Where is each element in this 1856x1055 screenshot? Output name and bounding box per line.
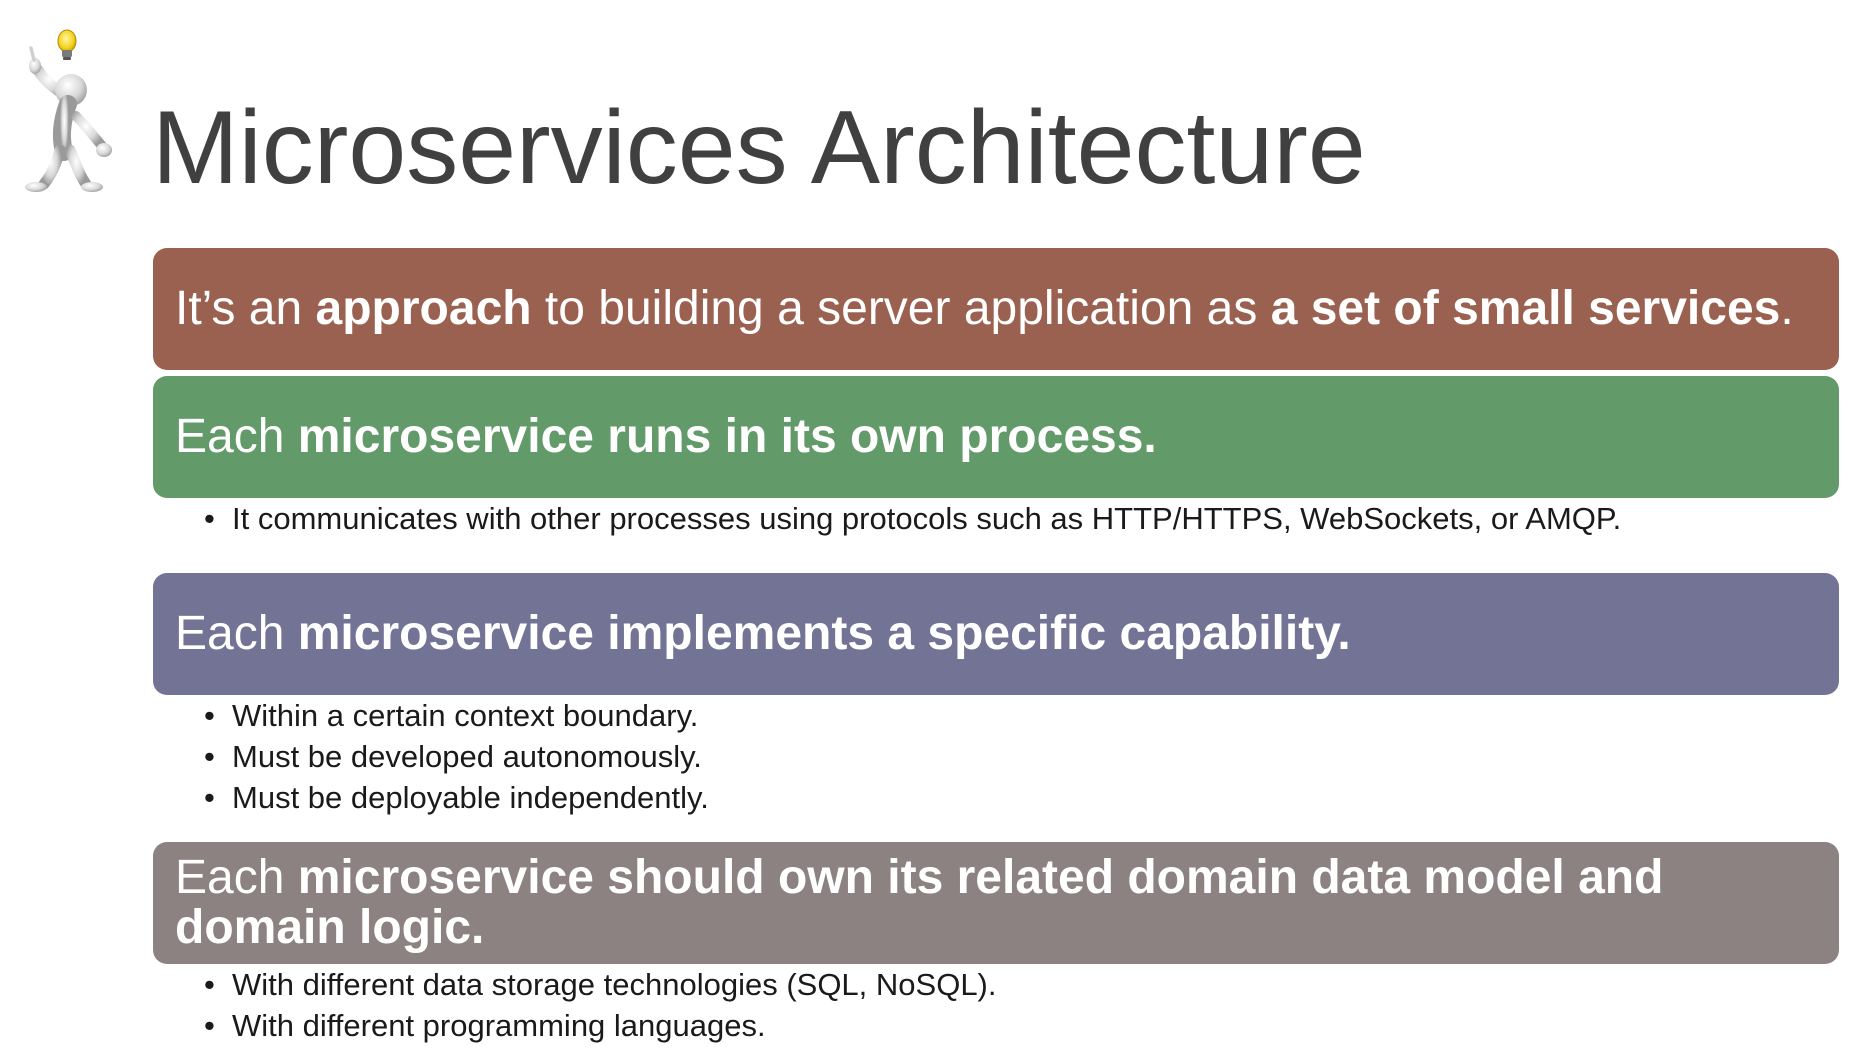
banner-text-bold: microservice should own its related doma… [175,851,1664,954]
banner-text: Each microservice should own its related… [175,853,1817,953]
banner-text: Each microservice implements a specific … [175,609,1351,659]
banner-text-regular: Each [175,607,298,661]
banner-text-bold: microservice runs in its own process. [297,410,1157,464]
banner-domain-data: Each microservice should own its related… [153,842,1839,964]
list-item: With different programming languages. [204,1005,997,1046]
list-item: Must be deployable independently. [204,777,709,818]
lightbulb-icon [57,29,77,60]
list-item: Must be developed autonomously. [204,736,709,777]
banner-capability: Each microservice implements a specific … [153,573,1839,695]
slide-title: Microservices Architecture [152,90,1366,206]
banner-own-process: Each microservice runs in its own proces… [153,376,1839,498]
list-item: Within a certain context boundary. [204,695,709,736]
banner-text-bold: a set of small services [1270,282,1781,336]
banner-text-regular: . [1780,282,1794,336]
banner-text-bold: approach [315,282,532,336]
banner-text: It’s an approach to building a server ap… [175,284,1794,334]
stick-figure-icon [25,29,112,192]
banner-approach: It’s an approach to building a server ap… [153,248,1839,370]
banner-text-bold: microservice implements a specific capab… [297,607,1351,661]
list-item: It communicates with other processes usi… [204,498,1621,539]
banner-text: Each microservice runs in its own proces… [175,412,1157,462]
bullet-list-capability: Within a certain context boundary. Must … [204,695,709,818]
thinking-figure [22,24,118,196]
banner-text-regular: Each [175,410,298,464]
banner-text-regular: It’s an [175,282,316,336]
bullet-list-process: It communicates with other processes usi… [204,498,1621,539]
list-item: With different data storage technologies… [204,964,997,1005]
banner-text-regular: to building a server application as [531,282,1271,336]
banner-text-regular: Each [175,851,298,905]
bullet-list-domain: With different data storage technologies… [204,964,997,1046]
